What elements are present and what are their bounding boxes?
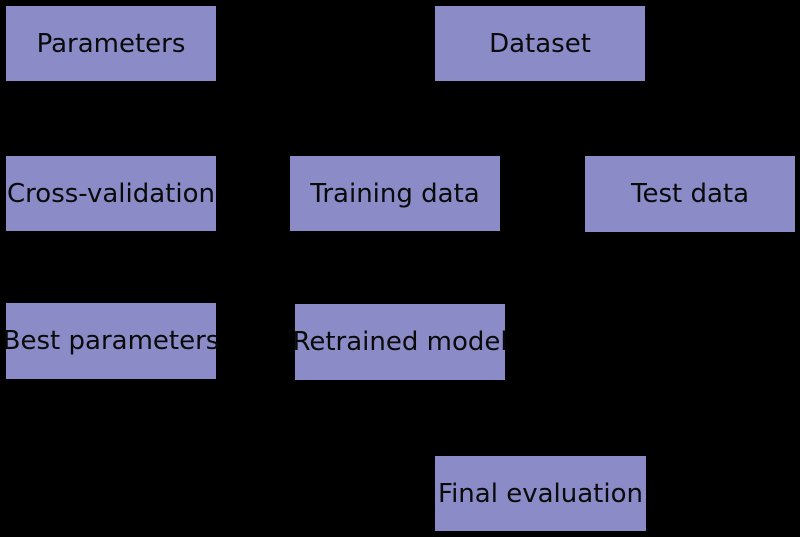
node-retrained-model: Retrained model — [292, 302, 508, 382]
node-parameters: Parameters — [4, 4, 218, 83]
node-cross-validation: Cross-validation — [4, 154, 218, 233]
node-training-data: Training data — [288, 154, 502, 233]
node-test-data: Test data — [583, 154, 797, 234]
node-final-evaluation: Final evaluation — [433, 454, 648, 533]
node-dataset: Dataset — [433, 4, 647, 83]
node-best-parameters: Best parameters — [3, 301, 219, 381]
